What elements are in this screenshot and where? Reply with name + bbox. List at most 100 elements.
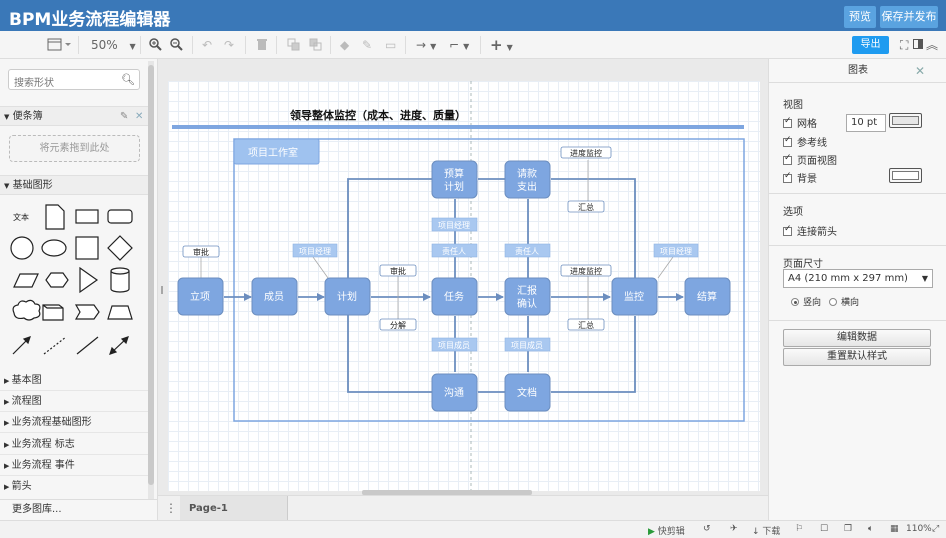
dashed-line-shape[interactable] <box>43 336 67 355</box>
grid-icon[interactable]: ▦ <box>890 524 899 534</box>
node-wendang[interactable] <box>504 373 551 412</box>
grid-size-input[interactable]: 10 pt <box>846 114 886 132</box>
container-tab[interactable] <box>233 138 320 165</box>
scratchpad-header[interactable]: ▼ 便条簿 ✎ ✕ <box>0 106 148 126</box>
trapezoid-shape[interactable] <box>107 305 133 320</box>
rounded-rectangle-shape[interactable] <box>107 209 133 224</box>
fill-color-icon[interactable]: ◆ <box>340 38 350 52</box>
category-bpm-events[interactable]: ▶ 业务流程 事件 <box>0 455 148 476</box>
page-menu-icon[interactable]: ⋮ <box>165 501 177 515</box>
history-icon[interactable]: ↺ <box>703 524 711 534</box>
grid-color-swatch[interactable] <box>889 113 922 128</box>
canvas-area[interactable]: 领导整体监控（成本、进度、质量） 项目工作室 <box>158 59 768 495</box>
redo-icon[interactable]: ↷ <box>224 38 235 52</box>
view-toggle-icon[interactable] <box>47 38 71 54</box>
project-container[interactable] <box>233 138 745 422</box>
category-basic[interactable]: ▶ 基本图 <box>0 370 148 391</box>
page-view-checkbox[interactable]: 页面视图 <box>783 152 837 167</box>
label-xiangmujingli[interactable] <box>653 243 699 258</box>
label-jindujiankong[interactable] <box>560 264 612 277</box>
connection-style-icon[interactable]: →▼ <box>416 38 437 52</box>
square-shape[interactable] <box>75 236 99 260</box>
format-panel-icon[interactable] <box>913 39 923 55</box>
diagram-title[interactable]: 领导整体监控（成本、进度、质量） <box>289 108 466 122</box>
cylinder-shape[interactable] <box>110 267 130 293</box>
landscape-radio[interactable]: 横向 <box>829 295 859 308</box>
label-xiangmuchengyuan[interactable] <box>431 337 478 352</box>
flag-icon[interactable]: ⚐ <box>795 524 804 534</box>
fullscreen-icon[interactable]: ⛶ <box>900 38 909 52</box>
guides-checkbox[interactable]: 参考线 <box>783 134 827 149</box>
page-size-select[interactable]: A4 (210 mm x 297 mm) ▼ <box>783 269 933 288</box>
cloud-shape[interactable] <box>12 299 41 321</box>
export-button[interactable]: 导出 <box>852 36 889 54</box>
label-huizong[interactable] <box>567 200 605 213</box>
collapse-icon[interactable]: ︽ <box>926 38 939 52</box>
to-front-icon[interactable] <box>287 38 300 54</box>
label-fenjie[interactable] <box>379 318 417 331</box>
download-button[interactable]: ↓ 下载 <box>752 524 780 537</box>
note-shape[interactable] <box>45 204 65 230</box>
rectangle-shape[interactable] <box>75 209 99 224</box>
ellipse-shape[interactable] <box>41 239 67 257</box>
undo-icon[interactable]: ↶ <box>202 38 213 52</box>
node-chengyuan[interactable] <box>251 277 298 316</box>
grid-checkbox[interactable]: 网格 <box>783 115 817 130</box>
reset-style-button[interactable]: 重置默认样式 <box>783 348 931 366</box>
triangle-shape[interactable] <box>79 266 99 294</box>
search-input[interactable]: 搜索形状 🔍︎ <box>8 69 140 90</box>
diamond-shape[interactable] <box>107 235 133 261</box>
preview-button[interactable]: 预览 <box>844 6 876 28</box>
hexagon-shape[interactable] <box>45 272 69 288</box>
sidebar-collapse-handle[interactable]: ‖ <box>160 285 164 294</box>
sound-icon[interactable]: 🔈︎ <box>868 524 874 534</box>
text-shape[interactable]: 文本 <box>13 212 29 222</box>
line-color-icon[interactable]: ✎ <box>362 38 373 52</box>
insert-plus-icon[interactable]: +▼ <box>490 36 513 54</box>
scratchpad-dropzone[interactable]: 将元素拖到此处 <box>9 135 140 162</box>
node-jiesuan[interactable] <box>684 277 731 316</box>
to-back-icon[interactable] <box>309 38 322 54</box>
node-yusuan[interactable] <box>431 160 478 199</box>
page-tab[interactable]: Page-1 <box>180 496 288 521</box>
node-goutong[interactable] <box>431 373 478 412</box>
expand-icon[interactable]: ⤢ <box>932 524 940 534</box>
pin-icon[interactable]: ✈ <box>730 524 738 534</box>
copy-icon[interactable]: ❐ <box>844 524 853 534</box>
portrait-radio[interactable]: 竖向 <box>791 295 821 308</box>
zoom-level-select[interactable]: 50% ▼ <box>91 37 136 53</box>
close-icon[interactable]: ✕ <box>914 64 925 78</box>
label-xiangmujingli[interactable] <box>292 243 338 258</box>
node-renwu[interactable] <box>431 277 478 316</box>
background-checkbox[interactable]: 背景 <box>783 170 817 185</box>
save-publish-button[interactable]: 保存并发布 <box>880 6 938 28</box>
label-xiangmujingli[interactable] <box>431 217 478 232</box>
background-color-swatch[interactable] <box>889 168 922 183</box>
label-jindujiankong[interactable] <box>560 146 612 159</box>
canvas-horizontal-scrollbar[interactable] <box>362 490 532 495</box>
waypoints-icon[interactable]: ⌐▼ <box>449 38 470 52</box>
label-xiangmuchengyuan[interactable] <box>504 337 551 352</box>
label-zerenren[interactable] <box>504 243 551 258</box>
node-jiankong[interactable] <box>611 277 658 316</box>
basic-shapes-header[interactable]: ▼ 基础图形 <box>0 175 148 195</box>
zoom-out-icon[interactable] <box>170 38 183 54</box>
step-shape[interactable] <box>74 304 100 320</box>
label-shenpi[interactable] <box>182 245 220 258</box>
node-qingkuan[interactable] <box>504 160 551 199</box>
node-lixiang[interactable] <box>177 277 224 316</box>
diagram-page[interactable]: 领导整体监控（成本、进度、质量） 项目工作室 <box>168 81 760 491</box>
node-jihua[interactable] <box>324 277 371 316</box>
comment-icon[interactable]: ☐ <box>820 524 829 534</box>
delete-icon[interactable] <box>256 38 268 54</box>
sidebar-scrollbar[interactable] <box>148 61 154 501</box>
clipboard-button[interactable]: ▶ 快剪辑 <box>648 524 685 537</box>
label-shenpi[interactable] <box>379 264 417 277</box>
cube-shape[interactable] <box>42 304 64 321</box>
close-icon[interactable]: ✕ <box>135 111 144 122</box>
search-icon[interactable]: 🔍︎ <box>121 73 135 86</box>
label-zerenren[interactable] <box>431 243 478 258</box>
category-bpm-basic[interactable]: ▶ 业务流程基础图形 <box>0 412 148 433</box>
category-flowchart[interactable]: ▶ 流程图 <box>0 391 148 412</box>
category-arrows[interactable]: ▶ 箭头 <box>4 481 32 492</box>
